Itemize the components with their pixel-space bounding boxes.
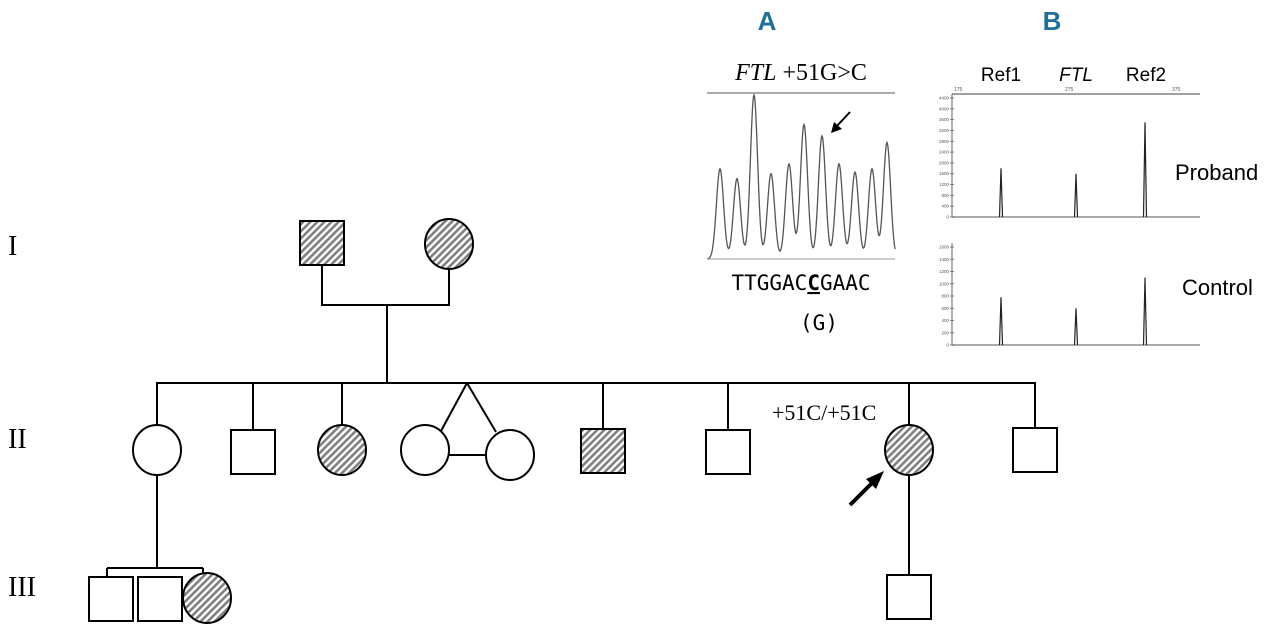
affected-female-circle [317, 424, 367, 476]
sequence-text: TTGGACCGAAC [731, 271, 870, 295]
peak-label-ref1: Ref1 [981, 65, 1021, 86]
y-tick-label: 600 [941, 306, 949, 311]
unaffected-female-circle [485, 429, 535, 481]
unaffected-male-square [886, 574, 932, 620]
panel-a-title: FTL +51G>C [734, 60, 867, 86]
affected-female-circle [182, 572, 232, 624]
generation-label-iii: III [8, 572, 36, 603]
generation-label-i: I [8, 231, 17, 262]
peak-label-ref2: Ref2 [1126, 65, 1166, 86]
y-tick-label: 4400 [939, 96, 950, 101]
y-tick-label: 1600 [939, 245, 950, 250]
peak-ftl [1073, 308, 1079, 346]
sequence-variant: C [807, 271, 820, 295]
y-tick-label: 2400 [939, 150, 950, 155]
sequence-after: GAAC [820, 271, 871, 295]
unaffected-male-square [137, 576, 183, 622]
proband-arrow-icon [848, 471, 884, 507]
panel-b-label: B [1043, 6, 1062, 36]
unaffected-female-circle [400, 424, 450, 476]
pedigree-lines [106, 265, 1036, 577]
unaffected-male-square [1012, 427, 1058, 473]
panel-a-label: A [758, 6, 777, 36]
chromatogram-arrow-icon [831, 111, 851, 133]
unaffected-female-circle [132, 424, 182, 476]
affected-male-square [299, 220, 345, 266]
peak-ref1 [998, 297, 1004, 346]
generation-label-ii: II [8, 424, 27, 455]
unaffected-male-square [705, 429, 751, 475]
sequence-before: TTGGAC [731, 271, 807, 295]
peak-ref1 [998, 168, 1004, 218]
peak-ftl [1073, 173, 1079, 218]
y-tick-label: 0 [946, 343, 949, 348]
unaffected-male-square [88, 576, 134, 622]
y-tick-label: 1200 [939, 269, 950, 274]
control-plot-label: Control [1182, 275, 1253, 300]
y-tick-label: 2000 [939, 160, 950, 165]
y-tick-label: 800 [941, 294, 949, 299]
y-tick-label: 400 [941, 318, 949, 323]
x-tick-label: 275 [1065, 87, 1074, 93]
y-tick-label: 3600 [939, 117, 950, 122]
y-tick-label: 1000 [939, 281, 950, 286]
unaffected-male-square [230, 429, 276, 475]
y-tick-label: 800 [941, 193, 949, 198]
y-tick-label: 1600 [939, 171, 950, 176]
peak-ref2 [1142, 122, 1148, 218]
y-tick-label: 400 [941, 204, 949, 209]
proband-plot-label: Proband [1175, 160, 1258, 185]
y-tick-label: 1400 [939, 257, 950, 262]
pedigree-line [440, 382, 468, 432]
pedigree-symbols [88, 218, 1058, 624]
pedigree-line [466, 382, 497, 433]
chromatogram-trace [706, 92, 896, 260]
y-tick-label: 200 [941, 330, 949, 335]
variant-name: +51G>C [776, 60, 866, 86]
y-tick-label: 1200 [939, 182, 950, 187]
affected-female-circle [424, 218, 474, 270]
y-tick-label: 4000 [939, 106, 950, 111]
y-tick-label: 0 [946, 215, 949, 220]
wildtype-base: (G) [800, 311, 838, 335]
x-tick-label: 175 [954, 87, 963, 93]
x-tick-label: 375 [1172, 87, 1181, 93]
affected-male-square [580, 428, 626, 474]
gene-name: FTL [734, 60, 776, 86]
affected-female-circle [884, 424, 934, 476]
y-tick-label: 2800 [939, 139, 950, 144]
peak-label-ftl: FTL [1059, 65, 1093, 86]
proband-genotype-label: +51C/+51C [772, 400, 876, 425]
peak-ref2 [1142, 277, 1148, 346]
y-tick-label: 3200 [939, 128, 950, 133]
